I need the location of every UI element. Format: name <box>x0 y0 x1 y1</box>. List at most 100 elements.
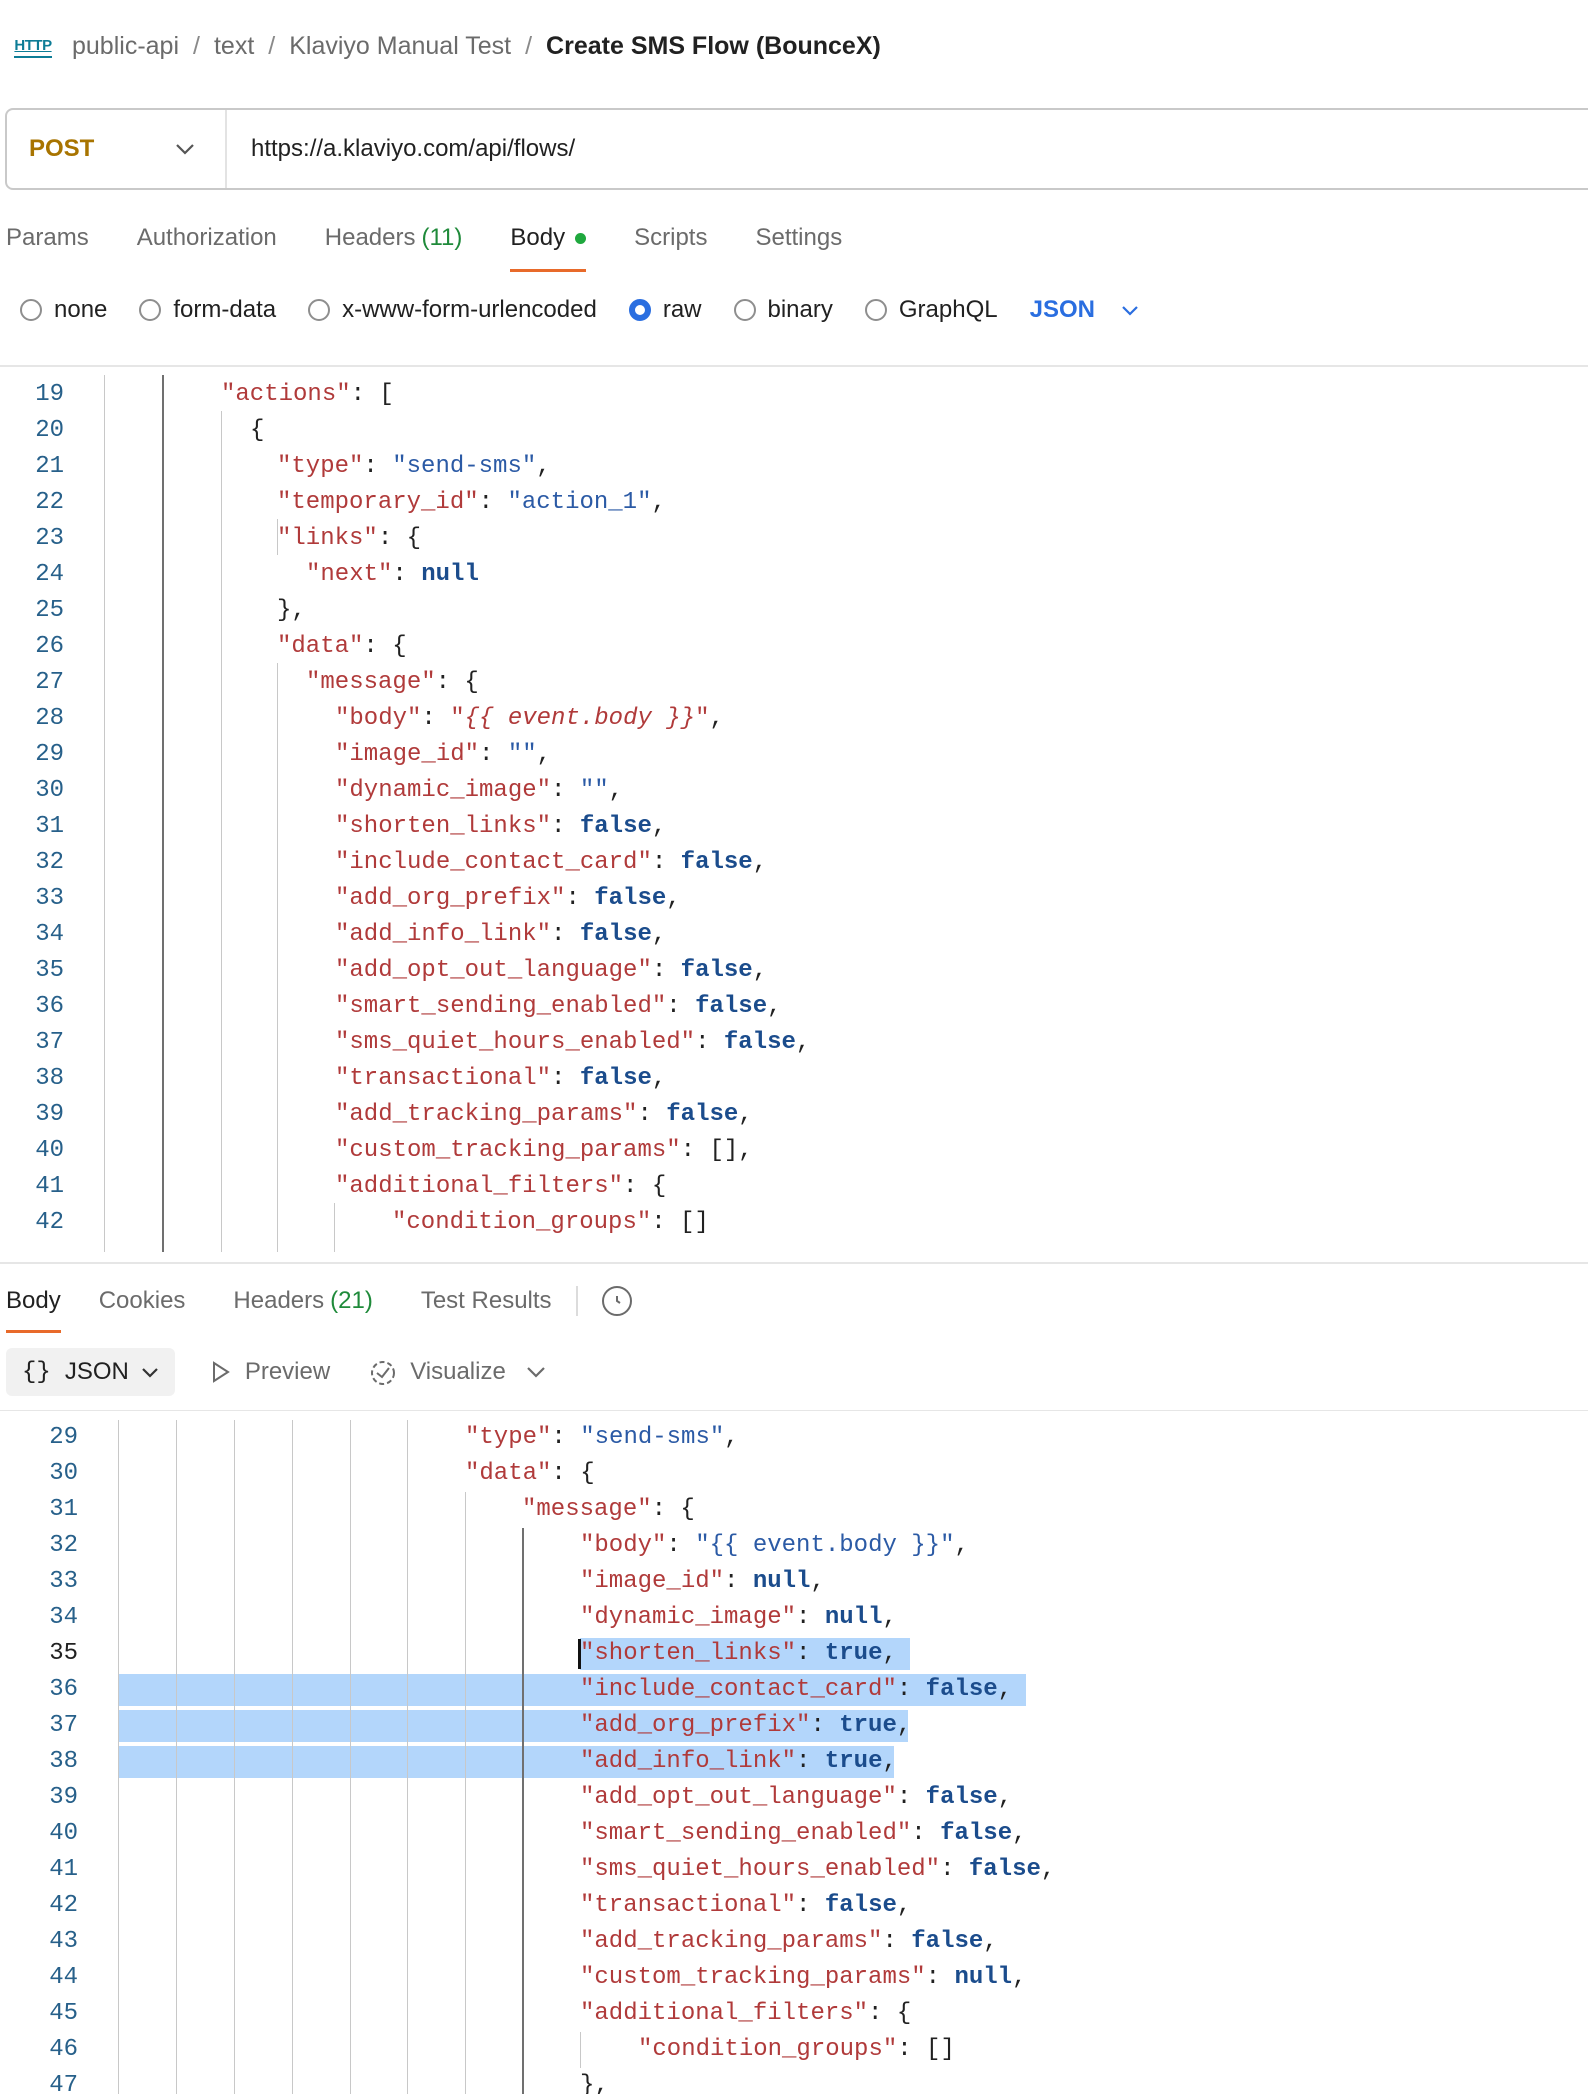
code-token: "data" <box>465 1460 552 1487</box>
breadcrumb-item-klaviyo-manual-test[interactable]: Klaviyo Manual Test <box>289 31 512 60</box>
line-number: 23 <box>35 525 64 552</box>
mode-graphql[interactable]: GraphQL <box>864 296 998 324</box>
code-token: : <box>695 1029 724 1056</box>
preview-button[interactable]: Preview <box>211 1358 330 1386</box>
mode-binary[interactable]: binary <box>733 296 833 324</box>
line-number: 46 <box>49 2036 78 2063</box>
method-select[interactable]: POST <box>7 110 227 188</box>
indent-guide <box>465 1492 466 2094</box>
code-line: "add_opt_out_language": false, <box>335 953 767 989</box>
code-line: "shorten_links": false, <box>335 809 666 845</box>
line-number: 35 <box>35 957 64 984</box>
code-token: : <box>363 453 393 480</box>
headers-count: (11) <box>421 224 463 251</box>
code-token: : <box>479 741 508 768</box>
code-token: , <box>882 1640 897 1667</box>
code-token: , <box>1012 1964 1027 1991</box>
mode-x-www-form-urlencoded[interactable]: x-www-form-urlencoded <box>308 296 597 324</box>
indent-guide <box>234 1420 235 2094</box>
line-number: 37 <box>35 1029 64 1056</box>
code-line: "body": "{{ event.body }}", <box>335 701 724 737</box>
line-number: 27 <box>35 669 64 696</box>
code-token: "dynamic_image" <box>580 1604 797 1631</box>
breadcrumb-item-text[interactable]: text <box>213 31 255 60</box>
code-token: false <box>579 813 652 840</box>
code-token: : <box>551 813 580 840</box>
code-line: "message": { <box>306 665 479 701</box>
visualize-button[interactable]: Visualize <box>368 1357 506 1387</box>
code-token: false <box>940 1820 1013 1847</box>
chevron-down-icon[interactable] <box>526 1366 546 1378</box>
code-line: "dynamic_image": null, <box>580 1600 897 1636</box>
code-token: false <box>594 885 667 912</box>
mode-none[interactable]: none <box>20 296 107 324</box>
tab-headers[interactable]: Headers(11) <box>324 224 463 251</box>
code-token: null <box>421 561 479 588</box>
indent-guide <box>350 1420 351 2094</box>
tab-authorization[interactable]: Authorization <box>136 224 277 251</box>
code-line: "shorten_links": true, <box>580 1636 897 1672</box>
method-label: POST <box>29 135 95 162</box>
code-line: "custom_tracking_params": null, <box>580 1960 1026 1996</box>
url-input[interactable]: https://a.klaviyo.com/api/flows/ <box>251 135 576 162</box>
code-token: {{ event.body }} <box>464 705 696 732</box>
code-token: : { <box>651 1496 695 1523</box>
code-token: : <box>637 1101 667 1128</box>
divider <box>0 1410 1588 1411</box>
code-token: null <box>954 1964 1013 1991</box>
code-token: false <box>824 1892 897 1919</box>
tab-response-headers[interactable]: Headers(21) <box>233 1287 373 1314</box>
line-number: 37 <box>49 1712 78 1739</box>
tab-scripts[interactable]: Scripts <box>634 224 708 251</box>
code-token: , <box>724 1424 739 1451</box>
line-number: 34 <box>35 921 64 948</box>
code-line: "sms_quiet_hours_enabled": false, <box>335 1025 810 1061</box>
code-token: "transactional" <box>335 1065 552 1092</box>
tab-test-results[interactable]: Test Results <box>420 1287 552 1314</box>
code-line: "add_opt_out_language": false, <box>580 1780 1012 1816</box>
radio-icon <box>139 299 162 321</box>
code-token: : <box>551 1424 581 1451</box>
line-number: 30 <box>49 1460 78 1487</box>
line-number: 29 <box>49 1424 78 1451</box>
code-token: "links" <box>277 525 378 552</box>
code-token: : [] <box>897 2036 955 2063</box>
code-token: , <box>536 741 552 768</box>
code-token: : <box>724 1568 753 1595</box>
code-line: "transactional": false, <box>580 1888 911 1924</box>
code-token: : <box>551 777 580 804</box>
code-line: "add_tracking_params": false, <box>580 1924 998 1960</box>
code-token: "image_id" <box>580 1568 725 1595</box>
code-line: "type": "send-sms", <box>277 449 551 485</box>
code-token: : <box>392 561 422 588</box>
radio-icon <box>20 299 42 321</box>
indent-guide <box>104 375 105 1252</box>
tab-response-body[interactable]: Body <box>6 1287 61 1333</box>
tab-settings[interactable]: Settings <box>755 224 843 251</box>
code-token: "shorten_links" <box>580 1640 797 1667</box>
mode-form-data[interactable]: form-data <box>139 296 276 324</box>
tab-cookies[interactable]: Cookies <box>98 1287 186 1314</box>
code-token: , <box>536 453 551 480</box>
history-icon[interactable] <box>601 1286 632 1316</box>
breadcrumb-item-public-api[interactable]: public-api <box>72 31 180 60</box>
tab-params[interactable]: Params <box>6 224 89 251</box>
response-body-viewer[interactable]: 29"type": "send-sms",30"data": {31"messa… <box>0 1420 1588 2094</box>
code-line: "sms_quiet_hours_enabled": false, <box>580 1852 1055 1888</box>
code-token: "additional_filters" <box>580 2000 869 2027</box>
response-format-select[interactable]: {} JSON <box>6 1348 175 1396</box>
body-format-select[interactable]: JSON <box>1030 296 1139 324</box>
code-token: false <box>579 921 652 948</box>
code-token: "include_contact_card" <box>335 849 652 876</box>
request-title[interactable]: Create SMS Flow (BounceX) <box>546 31 881 60</box>
request-body-editor[interactable]: 19"actions": [20{21"type": "send-sms",22… <box>0 375 1588 1252</box>
code-token: "" <box>507 741 537 768</box>
code-token: }, <box>580 2072 609 2094</box>
pane-divider[interactable] <box>0 1262 1588 1264</box>
code-token: true <box>839 1712 897 1739</box>
code-token: : <box>666 993 696 1020</box>
code-token: true <box>824 1748 883 1775</box>
tab-body[interactable]: Body <box>510 224 587 272</box>
code-token: , <box>767 993 782 1020</box>
mode-raw[interactable]: raw <box>628 296 702 324</box>
